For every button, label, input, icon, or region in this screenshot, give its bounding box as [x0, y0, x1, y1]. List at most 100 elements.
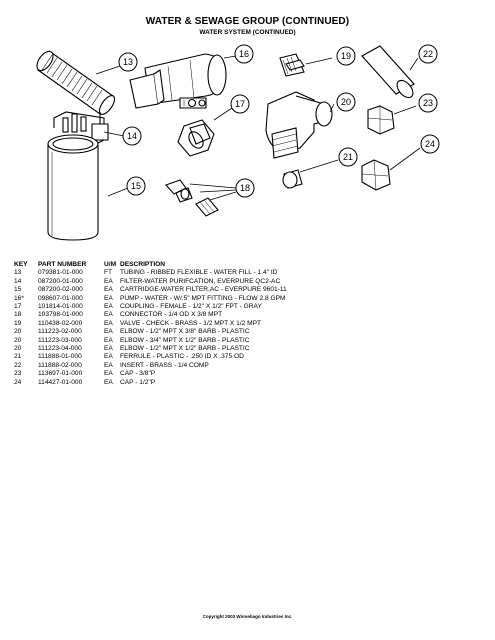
cell-um: EA — [104, 303, 113, 311]
cell-um: EA — [104, 277, 113, 285]
copyright-footer: Copyright 2003 Winnebago Industries Inc. — [202, 614, 293, 619]
parts-table: KEY PART NUMBER U/M DESCRIPTION 13 079381… — [14, 261, 287, 387]
callout-14: 14 — [127, 131, 137, 141]
cell-description: CARTRIDGE-WATER FILTER,AC - EVERPURE 960… — [120, 286, 287, 294]
callout-22-circle — [418, 44, 438, 64]
cell-part-number: 114427-01-000 — [38, 378, 83, 386]
table-row: 22 111888-02-000 EA INSERT - BRASS - 1/4 CO… — [14, 362, 287, 370]
header-part-number: PART NUMBER — [38, 261, 87, 268]
cell-part-number: 087200-01-000 — [38, 277, 83, 285]
callout-23-circle — [418, 93, 438, 113]
cell-description: TUBING - RIBBED FLEXIBLE - WATER FILL - … — [120, 269, 278, 277]
cell-um: EA — [104, 378, 113, 386]
cell-key: 17 — [14, 303, 22, 311]
cell-key: 22 — [14, 361, 22, 369]
elbow-drawing — [265, 91, 333, 159]
cell-um: EA — [104, 286, 113, 294]
check-valve-drawing — [279, 53, 305, 77]
cell-part-number: 111223-03-000 — [38, 336, 82, 344]
cell-description: VALVE - CHECK - BRASS - 1/2 MPT X 1/2 MP… — [120, 319, 262, 327]
cap-38-drawing — [367, 105, 395, 135]
insert-drawing — [361, 45, 415, 99]
cell-part-number: 098607-01-000 — [38, 294, 83, 302]
water-pump-drawing — [129, 53, 227, 109]
coupling-drawing — [177, 119, 215, 157]
callout-20: 20 — [341, 97, 351, 107]
cap-12-drawing — [361, 159, 391, 191]
cell-key: 14 — [14, 277, 22, 285]
callout-16-circle — [234, 44, 254, 64]
cell-key: 20 — [14, 345, 22, 353]
cell-key: 20 — [14, 328, 22, 336]
callout-19: 19 — [341, 51, 351, 61]
cell-part-number: 087200-02-000 — [38, 286, 83, 294]
callout-15: 15 — [131, 181, 141, 191]
callout-16: 16 — [239, 49, 249, 59]
cell-description: ELBOW - 1/2" MPT X 1/2" BARB - PLASTIC — [120, 345, 250, 353]
cell-description: ELBOW - 1/2" MPT X 3/8" BARB - PLASTIC — [120, 328, 250, 336]
tubing-part-drawing — [36, 50, 116, 116]
callout-17-circle — [230, 94, 250, 114]
callout-24-circle — [420, 134, 440, 154]
leader-lines — [95, 55, 421, 201]
callout-14-circle — [122, 126, 142, 146]
cell-description: ELBOW - 3/4" MPT X 1/2" BARB - PLASTIC — [120, 336, 250, 344]
table-row: 24 114427-01-000 EA CAP - 1/2"P — [14, 379, 287, 387]
cell-part-number: 111223-02-000 — [38, 328, 82, 336]
callout-15-circle — [126, 176, 146, 196]
cell-key: 13 — [14, 269, 22, 277]
connector-drawing — [165, 179, 219, 217]
callout-20-circle — [336, 92, 356, 112]
table-row: 21 111888-01-000 EA FERRULE - PLASTIC - .25… — [14, 353, 287, 361]
cell-key: 19 — [14, 319, 22, 327]
cell-key: 18 — [14, 311, 22, 319]
cell-description: COUPLING - FEMALE - 1/2" X 1/2" FPT - GR… — [120, 303, 262, 311]
cell-part-number: 103798-01-000 — [38, 311, 83, 319]
callout-18-circle — [235, 178, 255, 198]
cell-part-number: 111223-04-000 — [38, 345, 82, 353]
callout-21-circle — [338, 147, 358, 167]
filter-cartridge-drawing — [47, 134, 99, 241]
callout-21: 21 — [343, 152, 353, 162]
table-header-row: KEY PART NUMBER U/M DESCRIPTION — [14, 261, 287, 269]
cell-description: CONNECTOR - 1/4 OD X 3/8 MPT — [120, 311, 223, 319]
callout-17: 17 — [235, 99, 245, 109]
cell-key: 24 — [14, 378, 22, 386]
cell-description: INSERT - BRASS - 1/4 COMP — [120, 361, 209, 369]
parts-diagram: 13 14 15 16 17 18 19 20 21 22 23 24 — [36, 44, 440, 241]
callout-18: 18 — [240, 183, 250, 193]
cell-um: EA — [104, 345, 113, 353]
page-subtitle: WATER SYSTEM (CONTINUED) — [199, 29, 296, 36]
table-row: 20 111223-04-000 EA ELBOW - 1/2" MPT X 1/2"… — [14, 345, 287, 353]
cell-um: EA — [104, 311, 113, 319]
ferrule-drawing — [282, 169, 303, 189]
cell-key: 16* — [14, 294, 24, 302]
cell-part-number: 111888-02-000 — [38, 361, 82, 369]
cell-description: FERRULE - PLASTIC - .250 ID X .375 OD — [120, 353, 244, 361]
callout-22: 22 — [423, 49, 433, 59]
cell-description: CAP - 3/8"P — [120, 370, 156, 378]
table-row: 20 111223-02-000 EA ELBOW - 1/2" MPT X 3/8"… — [14, 328, 287, 336]
cell-description: CAP - 1/2"P — [120, 378, 156, 386]
cell-um: EA — [104, 361, 113, 369]
table-row: 14 087200-01-000 EA FILTER-WATER PURIFCATIO… — [14, 278, 287, 286]
cell-part-number: 111888-01-000 — [38, 353, 82, 361]
cell-um: EA — [104, 319, 113, 327]
callout-19-circle — [336, 46, 356, 66]
cell-description: FILTER-WATER PURIFCATION, EVERPURE QC2-A… — [120, 277, 281, 285]
cell-um: EA — [104, 294, 113, 302]
cell-part-number: 113697-01-000 — [38, 370, 83, 378]
cell-description: PUMP - WATER - W/.5" MPT FITTING - FLOW … — [120, 294, 286, 302]
cell-um: EA — [104, 353, 113, 361]
cell-um: EA — [104, 328, 113, 336]
cell-part-number: 079381-01-000 — [38, 269, 83, 277]
cell-key: 21 — [14, 353, 22, 361]
table-row: 18 103798-01-000 EA CONNECTOR - 1/4 OD X 3/… — [14, 311, 287, 319]
callout-13-circle — [118, 52, 138, 72]
